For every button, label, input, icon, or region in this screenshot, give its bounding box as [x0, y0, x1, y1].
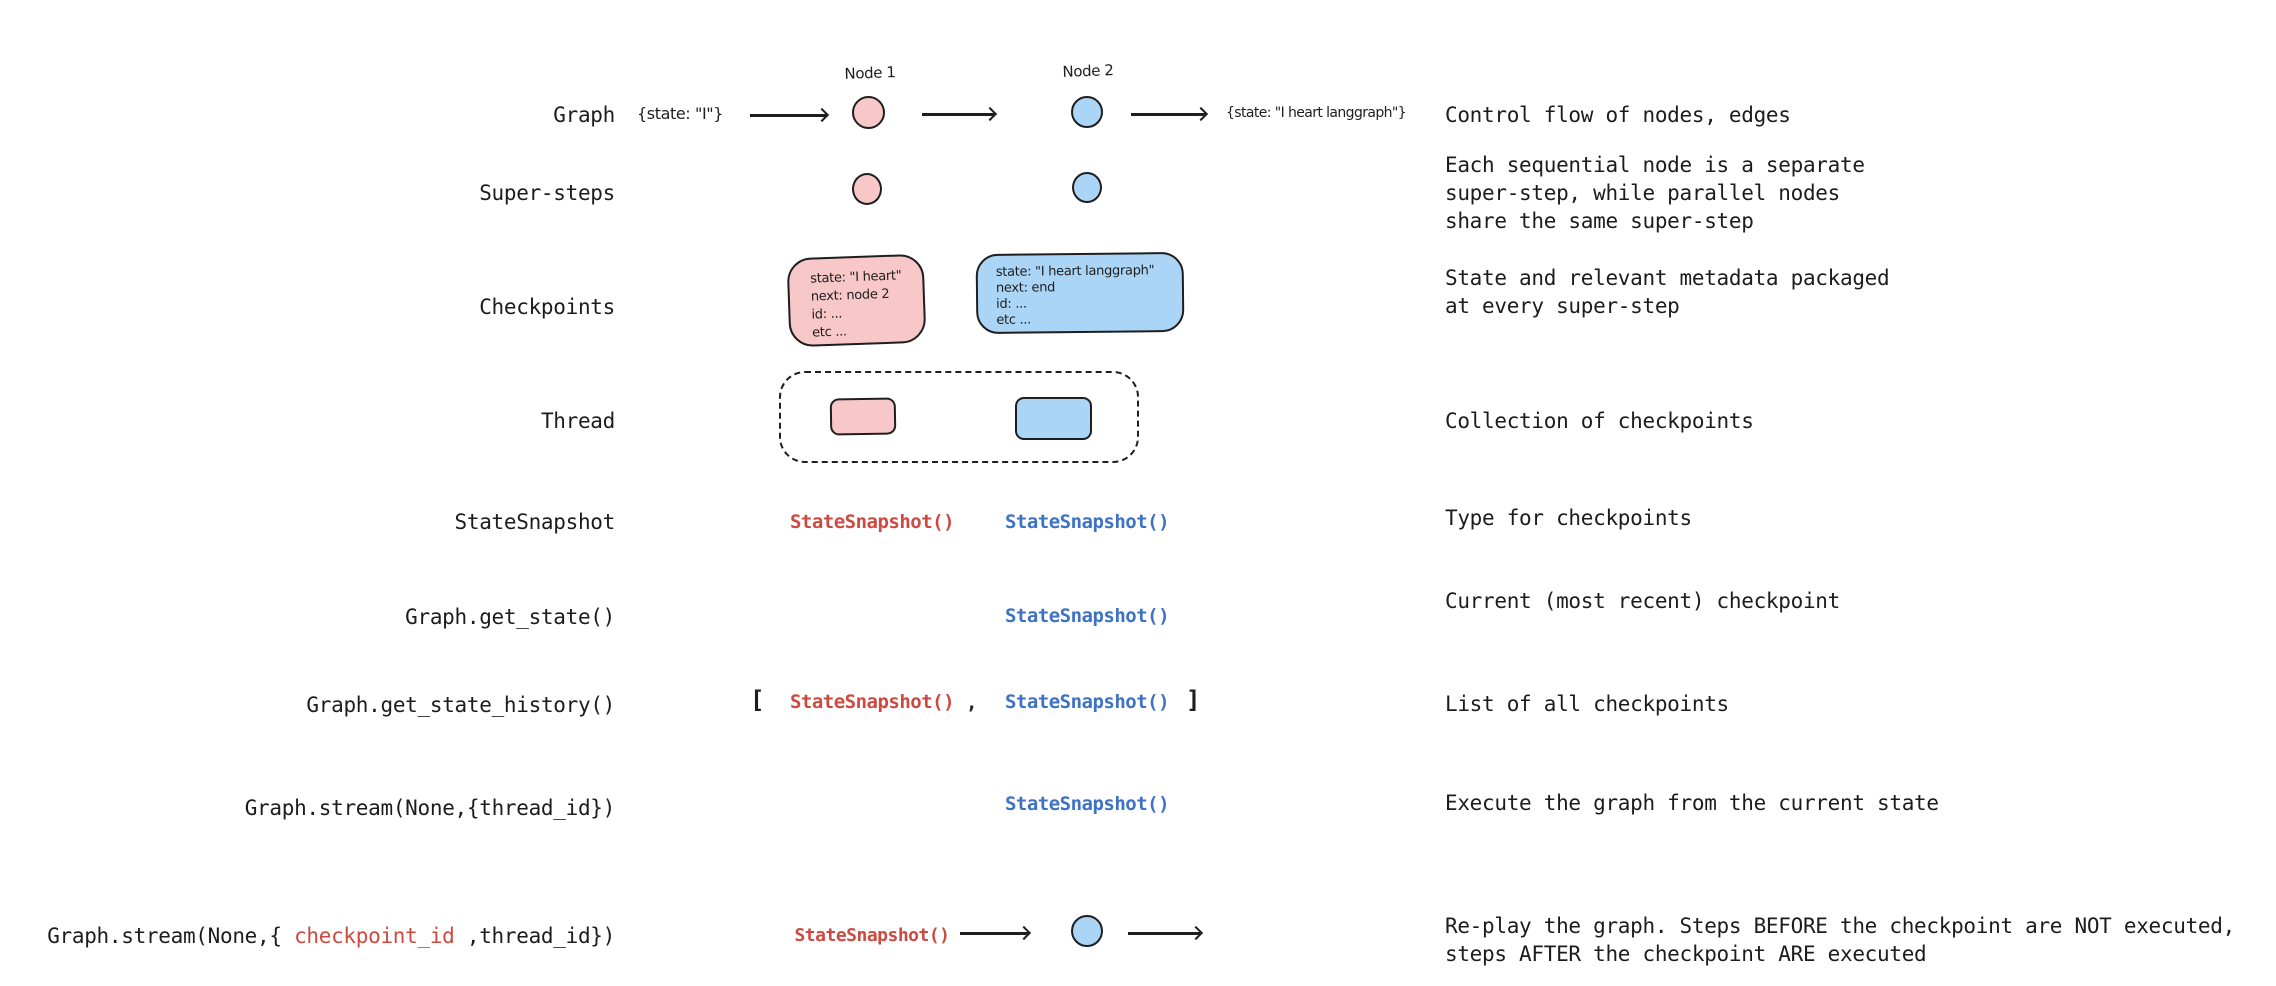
- label-prefix: Graph.stream(None,{: [47, 924, 295, 948]
- checkpoint-box-blue: state: "I heart langgraph" next: end id:…: [975, 251, 1185, 335]
- node1-circle-pink: [852, 96, 885, 129]
- label-checkpoint-id: checkpoint_id: [294, 924, 455, 948]
- row-desc-thread: Collection of checkpoints: [1445, 409, 1754, 433]
- list-comma: ,: [966, 692, 978, 714]
- arrow-icon: [960, 932, 1028, 935]
- graph-output-state-text: {state: "I heart langgraph"}: [1226, 105, 1407, 121]
- node2-label: Node 2: [1062, 61, 1114, 81]
- snapshot-token-red: StateSnapshot(): [789, 691, 955, 713]
- row-label-statesnapshot: StateSnapshot: [454, 510, 616, 534]
- snapshot-token-red: StateSnapshot(): [794, 925, 950, 946]
- row-desc-super-steps: Each sequential node is a separate super…: [1445, 153, 1865, 233]
- row-desc-checkpoints: State and relevant metadata packaged at …: [1445, 266, 1890, 318]
- arrow-icon: [922, 113, 994, 116]
- thread-checkpoint-pink: [829, 397, 897, 436]
- row-desc-get-state: Current (most recent) checkpoint: [1445, 589, 1840, 613]
- arrow-icon: [750, 114, 826, 117]
- row-desc-stream: Execute the graph from the current state: [1445, 791, 1939, 815]
- row-label-graph: Graph: [553, 103, 615, 127]
- snapshot-token-blue: StateSnapshot(): [1004, 793, 1170, 815]
- replay-circle-blue: [1071, 915, 1103, 947]
- snapshot-token-blue: StateSnapshot(): [1004, 511, 1170, 533]
- checkpoint-box-pink: state: "I heart" next: node 2 id: ... et…: [786, 253, 927, 348]
- snapshot-token-blue: StateSnapshot(): [1004, 605, 1170, 627]
- label-suffix: ,thread_id}): [454, 924, 615, 948]
- node1-label: Node 1: [844, 63, 896, 83]
- row-label-checkpoints: Checkpoints: [479, 295, 615, 319]
- row-desc-stream-checkpoint: Re-play the graph. Steps BEFORE the chec…: [1445, 914, 2235, 966]
- row-label-stream: Graph.stream(None,{thread_id}): [244, 796, 616, 820]
- row-label-get-state: Graph.get_state(): [405, 605, 615, 629]
- row-desc-statesnapshot: Type for checkpoints: [1445, 506, 1692, 530]
- node2-circle-blue: [1071, 96, 1103, 128]
- snapshot-token-red: StateSnapshot(): [789, 511, 955, 533]
- row-desc-get-state-history: List of all checkpoints: [1445, 692, 1729, 716]
- superstep-circle-blue: [1072, 172, 1102, 203]
- list-close-bracket: ]: [1186, 686, 1201, 714]
- superstep-circle-pink: [852, 173, 882, 205]
- row-label-thread: Thread: [540, 409, 615, 433]
- row-label-super-steps: Super-steps: [479, 181, 615, 205]
- row-label-stream-checkpoint: Graph.stream(None,{ checkpoint_id ,threa…: [0, 922, 615, 950]
- snapshot-token-blue: StateSnapshot(): [1004, 691, 1170, 713]
- thread-dashed-box: [779, 371, 1139, 463]
- arrow-icon: [1128, 932, 1200, 935]
- row-label-get-state-history: Graph.get_state_history(): [306, 693, 615, 717]
- graph-input-state-text: {state: "I"}: [637, 104, 724, 123]
- list-open-bracket: [: [750, 686, 765, 714]
- row-desc-graph: Control flow of nodes, edges: [1445, 103, 1791, 127]
- arrow-icon: [1131, 113, 1205, 116]
- thread-checkpoint-blue: [1015, 397, 1092, 440]
